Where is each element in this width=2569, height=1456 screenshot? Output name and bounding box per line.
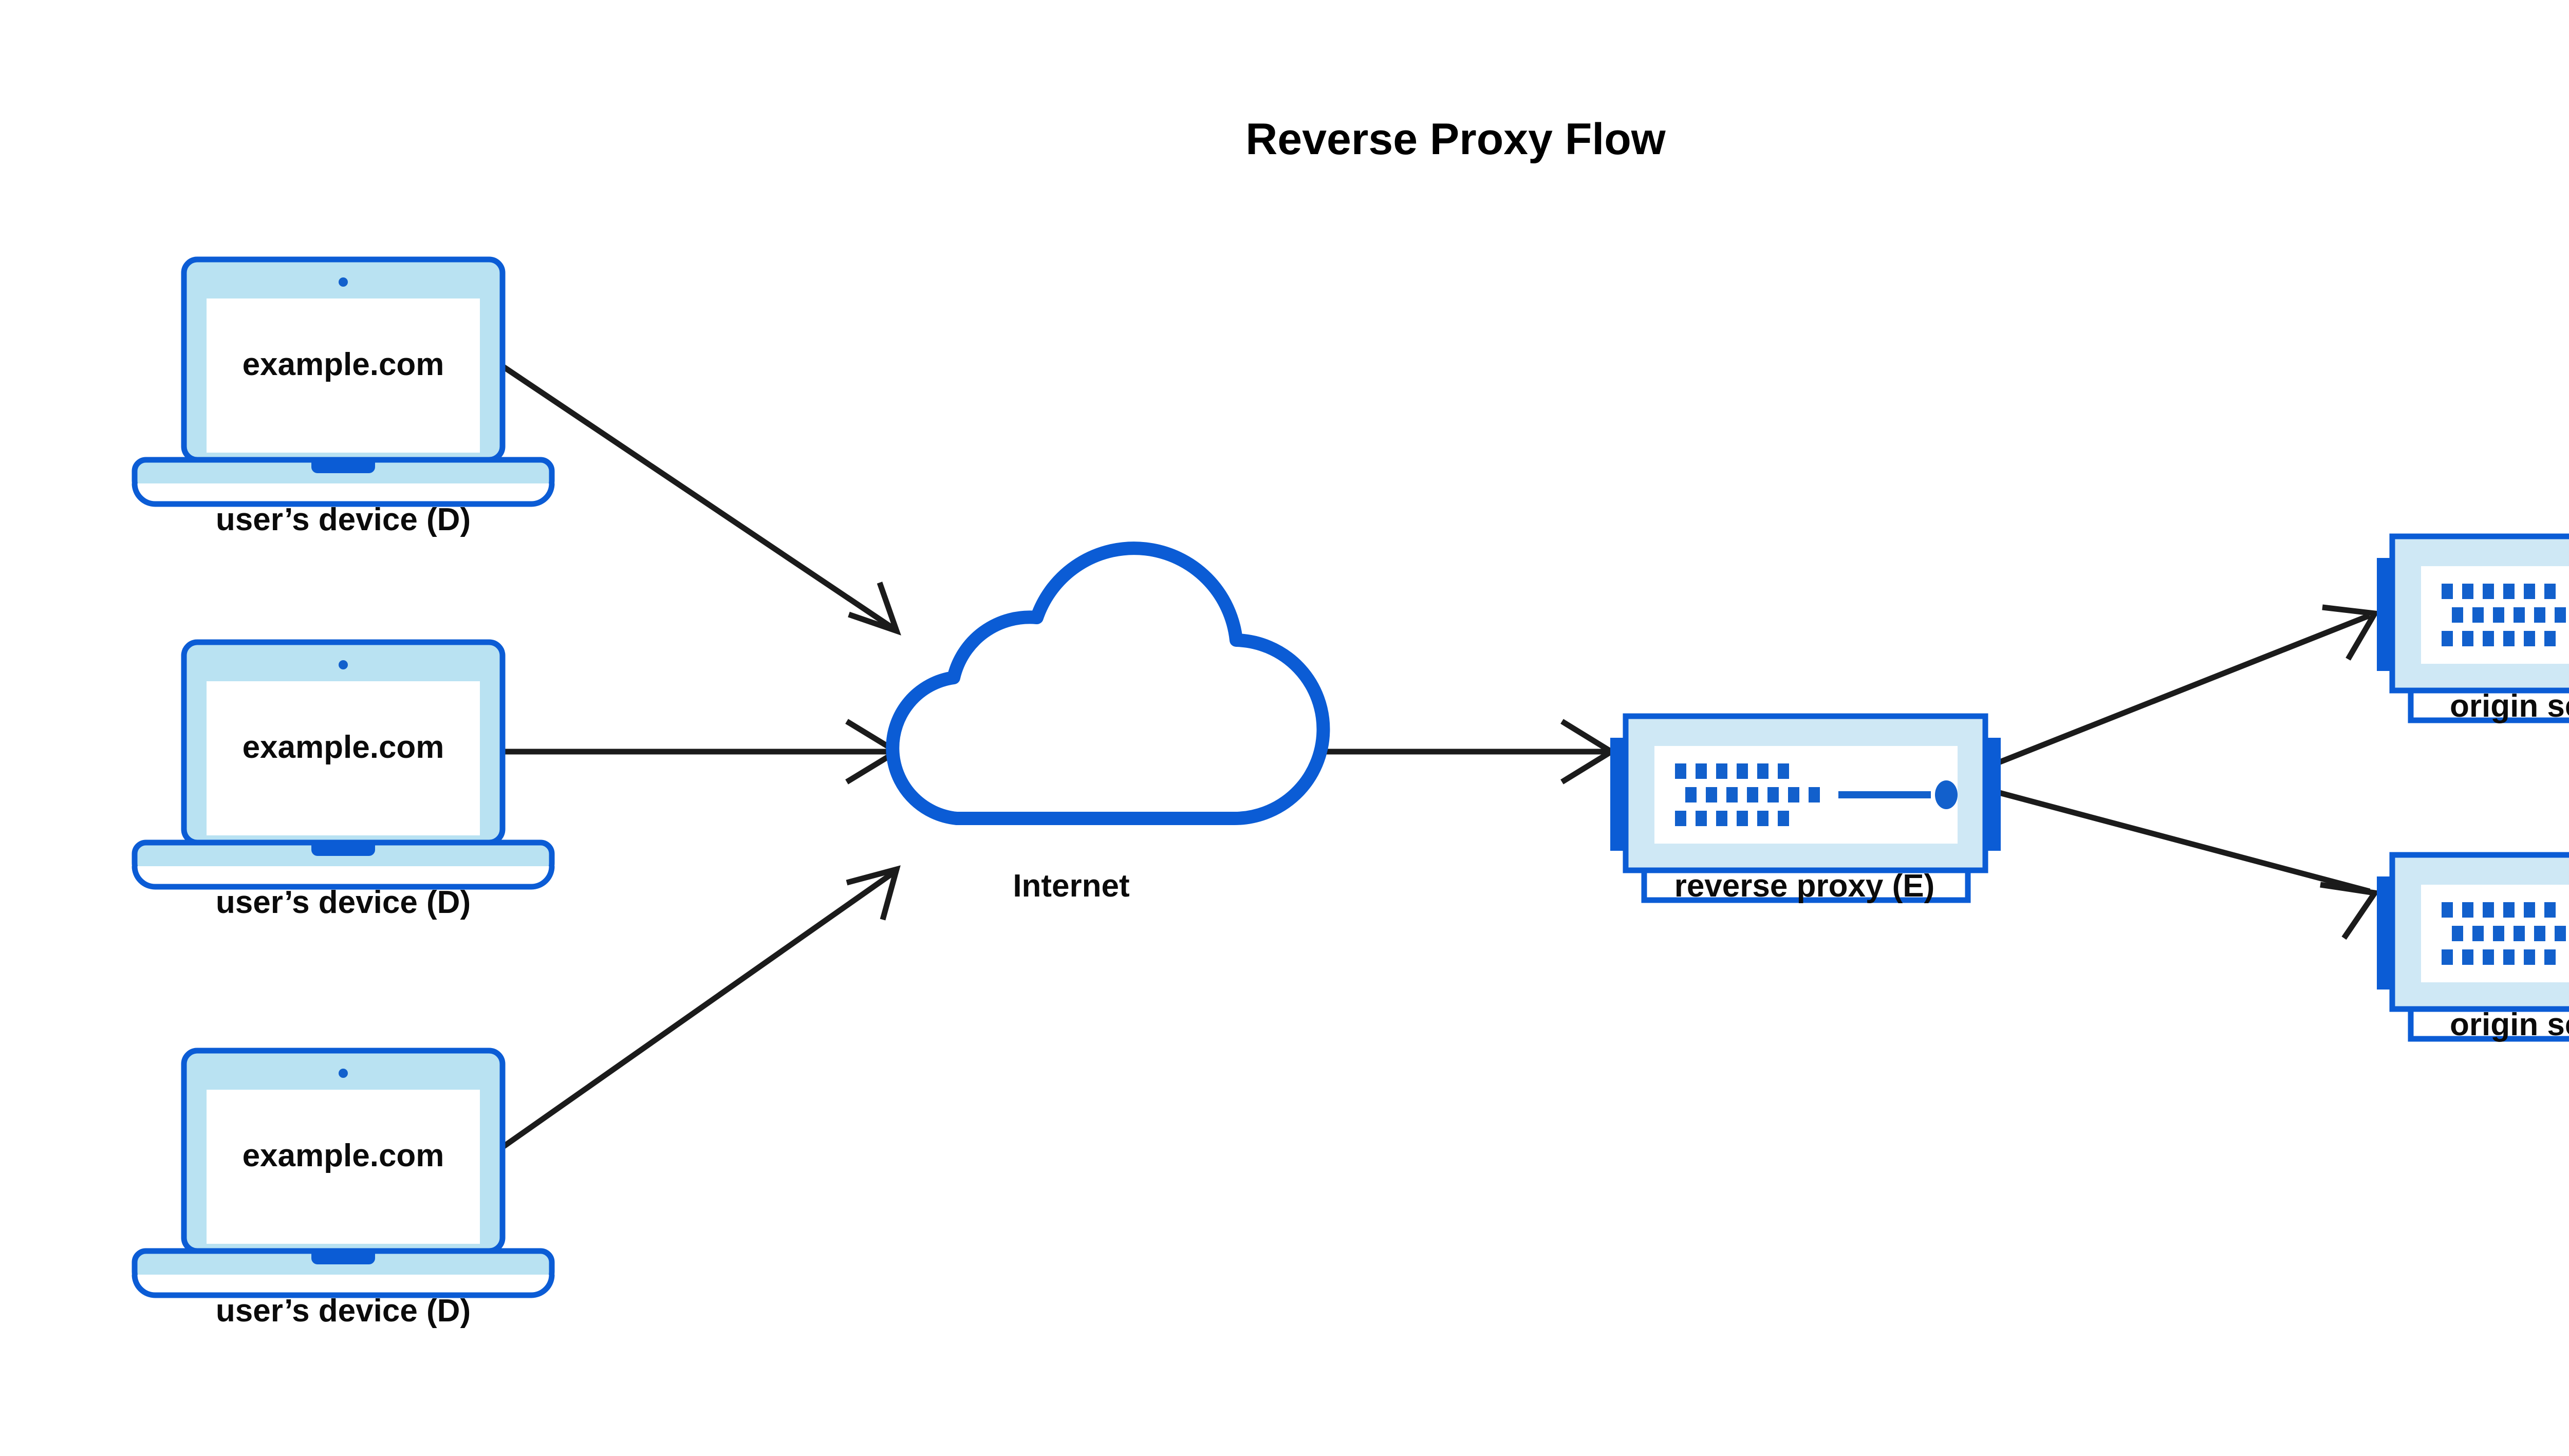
arrow-device1-to-internet — [495, 360, 901, 636]
origin-server-label: origin server (F) — [2450, 688, 2569, 724]
internet-node[interactable]: Internet — [886, 542, 1330, 904]
device-screen-text: example.com — [243, 1138, 444, 1173]
origin-server-1[interactable]: origin server (F) — [2377, 536, 2569, 724]
device-label: user’s device (D) — [216, 1293, 471, 1329]
arrow-device2-to-internet — [497, 719, 902, 785]
page-title: Reverse Proxy Flow — [1245, 115, 1666, 164]
reverse-proxy-node[interactable]: reverse proxy (E) — [1610, 716, 2001, 904]
device-label: user’s device (D) — [216, 502, 471, 537]
device-screen-text: example.com — [243, 347, 444, 382]
client-device-2[interactable]: example.com user’s device (D) — [135, 642, 552, 920]
device-screen-text: example.com — [243, 730, 444, 765]
arrow-proxy-to-origin1 — [1992, 604, 2379, 768]
arrow-proxy-to-origin2 — [1993, 788, 2380, 940]
internet-label: Internet — [1013, 868, 1129, 904]
connection-arrows — [495, 360, 2380, 1153]
origin-server-2[interactable]: origin server (F) — [2377, 855, 2569, 1042]
client-device-1[interactable]: example.com user’s device (D) — [135, 259, 552, 537]
client-device-3[interactable]: example.com user’s device (D) — [135, 1051, 552, 1329]
cloud-icon — [886, 542, 1330, 826]
origin-server-label: origin server (F) — [2450, 1007, 2569, 1042]
arrow-device3-to-internet — [495, 865, 901, 1153]
reverse-proxy-label: reverse proxy (E) — [1674, 868, 1935, 904]
device-label: user’s device (D) — [216, 885, 471, 920]
